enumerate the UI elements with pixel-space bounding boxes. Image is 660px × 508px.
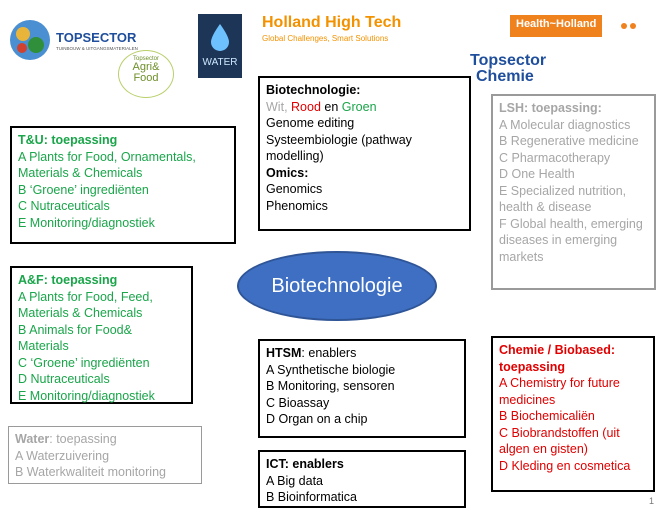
- omics-item: Genomics: [266, 182, 323, 196]
- water-item: A Waterzuivering: [15, 448, 110, 463]
- htsm-title: HTSM: enablers: [266, 345, 458, 362]
- omics-title: Omics:: [266, 165, 309, 180]
- chemie-box: Chemie / Biobased: toepassing A Chemistr…: [491, 336, 655, 492]
- ict-box: ICT: enablers A Big data B Bioinformatic…: [258, 450, 466, 508]
- topsector-chemie-logo: Topsector Chemie: [470, 53, 570, 89]
- lsh-item: C Pharmacotherapy: [499, 150, 611, 165]
- agrifood-line1: Topsector: [132, 56, 159, 62]
- page-number: 1: [648, 496, 654, 506]
- af-title: A&F: toepassing: [18, 273, 118, 287]
- af-item: A Plants for Food, Feed, Materials & Che…: [18, 289, 153, 321]
- biotech-types: Wit, Rood en Groen: [266, 99, 463, 116]
- water-title: Water: toepassing: [15, 431, 195, 448]
- water-item: B Waterkwaliteit monitoring: [15, 465, 166, 479]
- topsector-tu-name: TOPSECTOR: [56, 30, 137, 45]
- water-title-bold: Water: [15, 432, 50, 446]
- chemie-item: D Kleding en cosmetica: [499, 458, 631, 473]
- af-box: A&F: toepassing A Plants for Food, Feed,…: [10, 266, 193, 404]
- af-item: C ‘Groene’ ingrediënten: [18, 355, 150, 370]
- health-holland-logo: Health~Holland: [510, 15, 645, 37]
- biotech-comma: ,: [284, 99, 288, 114]
- biotech-rood: Rood: [291, 99, 321, 114]
- af-item: B Animals for Food& Materials: [18, 322, 132, 354]
- htsm-item: B Monitoring, sensoren: [266, 379, 395, 393]
- biotechnologie-ellipse-label: Biotechnologie: [271, 274, 403, 297]
- chemie-logo-line1: Topsector: [470, 52, 547, 69]
- chemie-item: B Biochemicaliën: [499, 409, 595, 423]
- tu-item: E Monitoring/diagnostiek: [18, 215, 155, 230]
- biotech-groen: Groen: [341, 99, 377, 114]
- htsm-box: HTSM: enablers A Synthetische biologie B…: [258, 339, 466, 438]
- chemie-item: A Chemistry for future medicines: [499, 376, 620, 407]
- chemie-item: C Biobrandstoffen (uit algen en gisten): [499, 425, 620, 457]
- water-logo-label: WATER: [202, 57, 238, 68]
- htsm-title-rest: : enablers: [301, 346, 357, 360]
- biotech-item: Systeembiologie (pathway modelling): [266, 132, 412, 164]
- ict-item: B Bioinformatica: [266, 490, 358, 504]
- hht-sub: Global Challenges, Smart Solutions: [262, 34, 389, 43]
- biotech-title: Biotechnologie:: [266, 83, 361, 97]
- ict-title: ICT: enablers: [266, 457, 344, 471]
- lsh-item: E Specialized nutrition, health & diseas…: [499, 183, 627, 215]
- agrifood-line3: Food: [133, 72, 159, 84]
- tu-item: B ‘Groene’ ingrediënten: [18, 182, 149, 197]
- topsector-tu-emblem-icon: [10, 20, 50, 60]
- hht-logo: Holland High Tech Global Challenges, Sma…: [262, 14, 442, 54]
- tu-box: T&U: toepassing A Plants for Food, Ornam…: [10, 126, 236, 244]
- topsector-tu-sub: TUINBOUW & UITGANGSMATERIALEN: [56, 46, 138, 51]
- tu-item: C Nutraceuticals: [18, 199, 110, 213]
- health-holland-mark-icon: [621, 23, 636, 29]
- af-item: E Monitoring/diagnostiek: [18, 388, 155, 403]
- chemie-logo-line2: Chemie: [476, 68, 534, 85]
- tu-item: A Plants for Food, Ornamentals, Material…: [18, 149, 196, 181]
- lsh-box: LSH: toepassing: A Molecular diagnostics…: [491, 94, 656, 290]
- biotech-wit: Wit: [266, 99, 285, 114]
- lsh-title: LSH: toepassing:: [499, 101, 602, 115]
- topsector-tu-logo: TOPSECTOR TUINBOUW & UITGANGSMATERIALEN: [8, 18, 138, 62]
- htsm-item: D Organ on a chip: [266, 412, 368, 426]
- af-item: D Nutraceuticals: [18, 372, 110, 386]
- hht-title: Holland High Tech: [262, 14, 402, 31]
- htsm-title-bold: HTSM: [266, 346, 302, 360]
- biotech-item: Genome editing: [266, 116, 355, 130]
- health-holland-title: Health~Holland: [516, 18, 597, 30]
- biotech-center-box: Biotechnologie: Wit, Rood en Groen Genom…: [258, 76, 471, 231]
- htsm-item: A Synthetische biologie: [266, 362, 396, 377]
- agrifood-line2: Agri&: [132, 61, 160, 73]
- water-title-rest: : toepassing: [49, 432, 117, 446]
- lsh-item: A Molecular diagnostics: [499, 117, 631, 132]
- agrifood-logo: Topsector Agri& Food: [118, 50, 174, 98]
- water-box: Water: toepassing A Waterzuivering B Wat…: [8, 426, 202, 484]
- water-drop-icon: [211, 24, 229, 51]
- chemie-title: Chemie / Biobased: toepassing: [499, 343, 615, 374]
- lsh-item: B Regenerative medicine: [499, 134, 639, 148]
- water-logo: WATER: [198, 14, 242, 78]
- htsm-item: C Bioassay: [266, 395, 330, 410]
- biotech-en: en: [324, 99, 339, 114]
- lsh-item: D One Health: [499, 167, 575, 181]
- lsh-item: F Global health, emerging diseases in em…: [499, 216, 643, 264]
- omics-item: Phenomics: [266, 198, 328, 213]
- biotechnologie-ellipse: Biotechnologie: [237, 251, 437, 321]
- ict-item: A Big data: [266, 473, 323, 488]
- tu-title: T&U: toepassing: [18, 133, 118, 147]
